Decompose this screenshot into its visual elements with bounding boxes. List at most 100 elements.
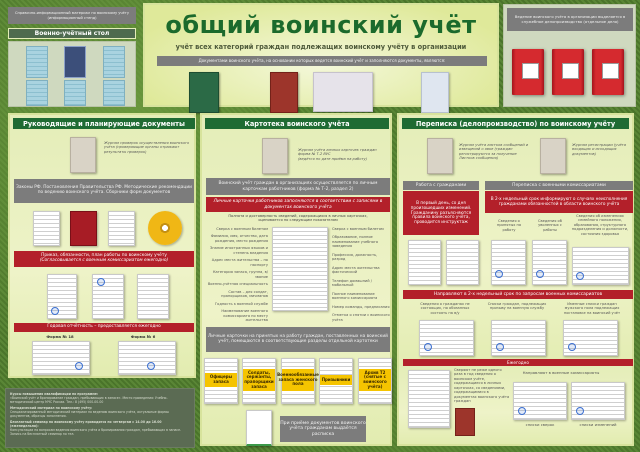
certificate-doc: [313, 72, 373, 112]
section-label: Призывники: [320, 375, 352, 385]
plan-doc: [137, 274, 169, 319]
instruction-doc: [446, 240, 479, 285]
reconciliation-doc: [408, 370, 450, 428]
request-label-1: Сведения о гражданах не состоящих, но об…: [420, 302, 470, 315]
section-card-officers: Офицеры запаса: [204, 358, 238, 404]
methodic-book: [108, 211, 135, 246]
fired-doc: [532, 240, 567, 285]
callout: Отметка о снятии с воинского учёта: [332, 313, 390, 322]
right-callouts: Сверка с военным билетом Образование, по…: [332, 227, 390, 322]
section-card-conscripts: Призывники: [319, 358, 353, 404]
left-callouts: Сверка с военным билетом Фамилия, имя, о…: [206, 227, 268, 323]
receipt-bar: При приёме документов воинского учёта гр…: [280, 416, 366, 442]
footer-block3-title: Бесплатный семинар по воинскому учёту пр…: [10, 420, 162, 429]
receipt-doc: [246, 410, 272, 446]
column-header: Картотека воинского учёта: [204, 117, 390, 130]
binder-folder: [552, 49, 584, 95]
documents-bar: Документами воинского учёта, на основани…: [157, 56, 487, 66]
section-label: Военнообязанные запаса женского пола: [277, 369, 319, 391]
laws-bar: Законы РФ. Постановления Правительства Р…: [14, 179, 194, 203]
journal1-note: Журнал учёта листков сообщений и извещен…: [459, 143, 529, 161]
commissariat-red-box: В 2-х недельный срок информируют о случа…: [485, 191, 633, 213]
callout: Адрес места жительства фактический: [332, 265, 380, 275]
cd-disc: [148, 211, 182, 245]
cards-filled-bar: Личные карточки работников заполняются в…: [206, 197, 390, 212]
accounting-bar: Воинский учёт граждан в организациях осу…: [206, 178, 390, 195]
stand-sheet: [103, 46, 125, 78]
column-guiding-docs: Руководящие и планирующие документы Журн…: [8, 113, 196, 378]
footer-block1-title: Курсы повышения квалификации по программ…: [10, 392, 99, 396]
tab-citizens: Работа с гражданами: [403, 181, 479, 190]
info-footer: Курсы повышения квалификации по программ…: [5, 388, 195, 448]
callout: Фамилия, имя, отчество, дата рождения, м…: [210, 234, 268, 243]
top-right-block: Ведение воинского учёта в организации вы…: [503, 4, 636, 107]
form-6-label: Форма № 6: [130, 334, 156, 339]
journal-note: Журнал проверок осуществления воинского …: [104, 141, 190, 154]
hired-doc: [491, 240, 526, 285]
order-bar-line2: (Согласовывается с военным комиссариатом…: [39, 258, 169, 263]
section-label: Офицеры запаса: [205, 373, 237, 387]
military-id-red-small: [455, 408, 475, 436]
callout: Профессия, должность, разряд: [332, 252, 378, 262]
journal-note-line1: Журнал учёта личных карточек граждан фор…: [298, 148, 377, 157]
callout: Адрес места жительства – по паспорту: [211, 258, 268, 267]
column-card-index: Картотека воинского учёта Журнал учёта л…: [200, 113, 392, 446]
callout: Сверка с военным билетом: [216, 227, 268, 231]
changes-doc: [572, 247, 629, 285]
section-card-archive: Архив Т2 (снятые с воинского учёта): [358, 358, 392, 404]
section-card-soldiers: Солдаты, сержанты, прапорщики запаса: [242, 358, 276, 404]
form-18-label: Форма № 18: [46, 334, 74, 339]
form-6-doc: [118, 341, 176, 375]
callout: Полное наименование военного комиссариат…: [332, 291, 378, 301]
completeness-title: Полнота и достоверность сведений, содерж…: [228, 214, 368, 222]
section-card-women: Военнообязанные запаса женского пола: [277, 358, 319, 404]
callout: Наименование военного комиссариата по ме…: [221, 309, 268, 323]
section-label: Архив Т2 (снятые с воинского учёта): [359, 369, 391, 391]
callout: Знание иностранных языков и степень влад…: [209, 246, 268, 255]
journal2-note: Журнал регистрации (учёта входящих и исх…: [572, 143, 626, 156]
page-subtitle: учёт всех категорий граждан подлежащих в…: [175, 43, 467, 51]
section-label: Солдаты, сержанты, прапорщики запаса: [243, 369, 275, 391]
page-title: общий воинский учёт: [165, 11, 477, 39]
citizens-red-box: В первый день, со дня произошедших измен…: [403, 191, 479, 235]
journal-book: [427, 138, 453, 174]
footer-block1-text: «Воинский учёт и бронирование граждан, п…: [10, 396, 168, 405]
binder-folder: [592, 49, 624, 95]
law-book-red: [70, 211, 97, 246]
column-correspondence-bottom: Сверяют не реже одного раза в год сведен…: [397, 366, 634, 446]
military-desk-panel: [8, 41, 136, 107]
registration-certificate: [421, 72, 449, 113]
stand-sheet: [26, 80, 48, 106]
tab-commissariat: Переписка с военными комиссариатами: [485, 181, 633, 190]
info-fired-label: Сведения об уволенных с работы: [538, 219, 562, 232]
callout: Годность к военной службе: [214, 301, 268, 306]
military-id-green: [189, 72, 219, 113]
names-list-doc: [571, 382, 625, 420]
check-list-label: списки сверок: [525, 422, 555, 427]
callout: Военно-учётная специальность: [207, 282, 268, 287]
military-desk-header: Военно-учётный стол: [8, 28, 136, 39]
footer-block2-text: Специализированный методический материал…: [10, 410, 169, 419]
placement-bar: Личные карточки на принятых на работу гр…: [206, 327, 390, 352]
request-bar: Направляют в 2-х недельный срок по запро…: [403, 290, 633, 299]
column-header: Переписка (делопроизводство) по воинском…: [401, 117, 630, 130]
sent-title: Направляют в военные комиссариаты: [522, 370, 600, 375]
personal-card-diagram: [272, 227, 328, 311]
names-list-label: списки изменений: [579, 422, 617, 427]
top-left-block: Справочно-информационный материал по вои…: [4, 4, 137, 107]
request-doc-1: [419, 320, 474, 356]
journal-note-line2: (ведётся по дате приёма на работу): [298, 156, 368, 161]
info-caption: Справочно-информационный материал по вои…: [8, 7, 136, 24]
request-label-3: Именные списки граждан мужского пола под…: [563, 302, 621, 315]
request-doc-2: [491, 320, 546, 356]
column-header: Руководящие и планирующие документы: [12, 117, 196, 130]
callout: Категория запаса, группа, в/звание: [212, 270, 268, 279]
callout: Образование, полное наименование учебног…: [332, 235, 379, 249]
stand-sheet-photo: [64, 46, 86, 78]
info-changes-label: Сведения об изменениях семейного положен…: [571, 214, 629, 236]
footer-block3-text: Консультации по вопросам ведения воинско…: [10, 428, 181, 437]
column-correspondence: Переписка (делопроизводство) по воинском…: [397, 113, 634, 376]
journal-book: [540, 138, 566, 174]
instruction-doc: [408, 240, 441, 285]
callout: Номер команды, предписания: [332, 304, 390, 309]
